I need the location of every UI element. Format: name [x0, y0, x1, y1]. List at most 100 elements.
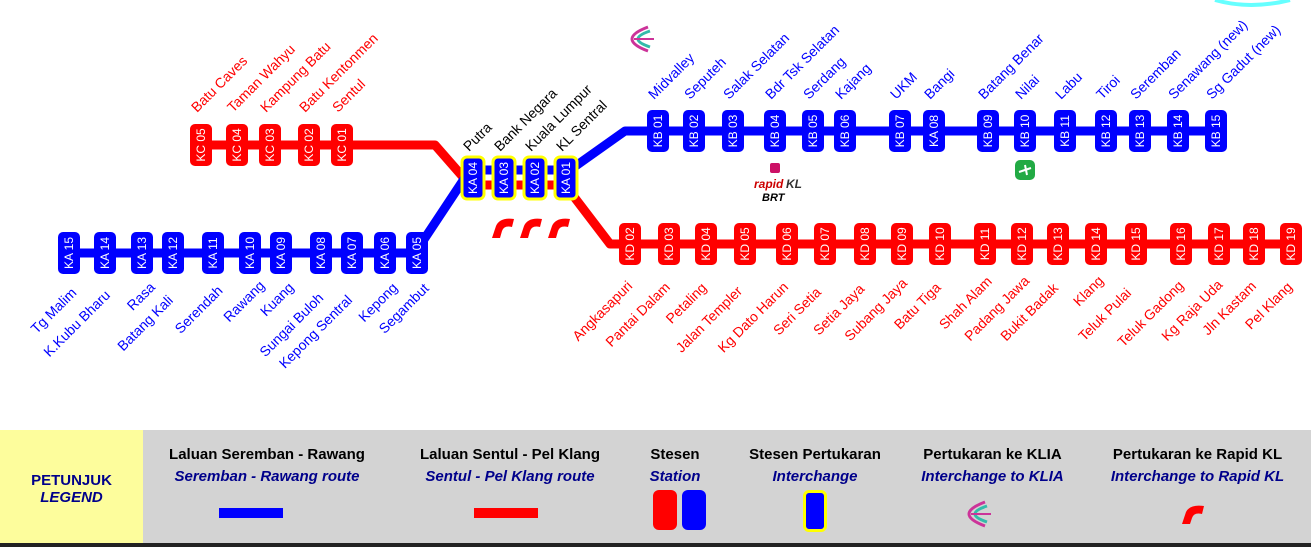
station-marker — [814, 223, 836, 265]
station-marker — [131, 232, 153, 274]
station-code: KD 16 — [1174, 227, 1188, 261]
legend-interchange-en: Interchange — [772, 468, 858, 485]
station-ka-10: KA 10 — [239, 232, 261, 274]
airport-icon — [1015, 160, 1035, 180]
station-marker — [1280, 223, 1302, 265]
legend-rapid: Pertukaran ke Rapid KL Interchange to Ra… — [1095, 446, 1300, 485]
station-marker — [1011, 223, 1033, 265]
station-code: KA 06 — [378, 237, 392, 269]
station-code: KD 15 — [1129, 227, 1143, 261]
station-kd-06: KD 06 — [776, 223, 798, 265]
legend-panel: PETUNJUK LEGEND Laluan Seremban - Rawang… — [0, 430, 1311, 547]
station-kb-12: KB 12 — [1095, 110, 1117, 152]
station-kd-07: KD 07 — [814, 223, 836, 265]
station-ka-04: KA 04 — [460, 155, 486, 201]
station-code: KA 03 — [497, 162, 511, 194]
station-ka-08: KA 08 — [310, 232, 332, 274]
station-kb-01: KB 01 — [647, 110, 669, 152]
station-code: KB 03 — [726, 114, 740, 147]
station-code: KB 12 — [1099, 114, 1113, 147]
station-name-bangi: Bangi — [921, 65, 958, 102]
station-marker — [977, 110, 999, 152]
station-code: KB 10 — [1018, 114, 1032, 147]
legend-blue-line-swatch — [219, 508, 283, 518]
station-kb-14: KB 14 — [1167, 110, 1189, 152]
station-kb-04: KB 04 — [764, 110, 786, 152]
station-code: KB 13 — [1133, 114, 1147, 147]
station-ka-07: KA 07 — [341, 232, 363, 274]
station-name-rawang: Rawang — [220, 277, 268, 325]
station-marker — [94, 232, 116, 274]
station-kb-11: KB 11 — [1054, 110, 1076, 152]
station-marker — [1170, 223, 1192, 265]
station-marker — [58, 232, 80, 274]
station-kb-06: KB 06 — [834, 110, 856, 152]
station-code: KD 13 — [1051, 227, 1065, 261]
station-marker — [460, 155, 486, 201]
station-code: KB 14 — [1171, 114, 1185, 147]
legend-klia-ms: Pertukaran ke KLIA — [923, 446, 1062, 463]
legend-title-en: LEGEND — [40, 488, 103, 506]
station-code: KD 02 — [623, 227, 637, 261]
station-code: KB 11 — [1058, 115, 1072, 147]
station-code: KA 11 — [206, 237, 220, 268]
station-code: KD 05 — [738, 227, 752, 261]
station-code: KD 19 — [1284, 227, 1298, 261]
station-code: KB 07 — [893, 114, 907, 147]
station-kc-01: KC 01 — [331, 124, 353, 166]
station-marker — [1125, 223, 1147, 265]
station-marker — [619, 223, 641, 265]
legend-rapid-ms: Pertukaran ke Rapid KL — [1112, 446, 1283, 463]
station-ka-11: KA 11 — [202, 232, 224, 274]
station-marker — [722, 110, 744, 152]
rapid-kl-interchange-icon — [548, 218, 570, 238]
station-code: KD 12 — [1015, 227, 1029, 261]
station-marker — [259, 124, 281, 166]
station-ka-06: KA 06 — [374, 232, 396, 274]
legend-blue-station-swatch — [682, 490, 706, 530]
legend-sentul-route: Laluan Sentul - Pel Klang Sentul - Pel K… — [395, 446, 625, 485]
station-code: KC 02 — [302, 128, 316, 162]
station-code: KD 11 — [978, 227, 992, 260]
station-marker — [202, 232, 224, 274]
station-marker — [310, 232, 332, 274]
station-marker — [683, 110, 705, 152]
station-name-tiroi: Tiroi — [1093, 72, 1123, 102]
legend-interchange: Stesen Pertukaran Interchange — [735, 446, 895, 485]
station-marker — [734, 223, 756, 265]
station-code: KD 07 — [818, 227, 832, 261]
station-name-serendah: Serendah — [171, 282, 225, 336]
station-kd-18: KD 18 — [1243, 223, 1265, 265]
station-kd-05: KD 05 — [734, 223, 756, 265]
station-kd-10: KD 10 — [929, 223, 951, 265]
station-kd-04: KD 04 — [695, 223, 717, 265]
station-ka-08: KA 08 — [923, 110, 945, 152]
station-marker — [1208, 223, 1230, 265]
station-kd-03: KD 03 — [658, 223, 680, 265]
legend-klia: Pertukaran ke KLIA Interchange to KLIA — [905, 446, 1080, 485]
station-ka-13: KA 13 — [131, 232, 153, 274]
legend-red-line-swatch — [474, 508, 538, 518]
legend-station: Stesen Station — [635, 446, 715, 485]
station-code: KB 01 — [651, 114, 665, 147]
station-kb-10: KB 10 — [1014, 110, 1036, 152]
station-marker — [1047, 223, 1069, 265]
station-kb-02: KB 02 — [683, 110, 705, 152]
rapidkl-logo-text: rapid — [754, 177, 784, 191]
station-code: KC 04 — [230, 128, 244, 162]
station-marker — [776, 223, 798, 265]
station-code: KB 05 — [806, 114, 820, 147]
station-ka-05: KA 05 — [406, 232, 428, 274]
station-name-nilai: Nilai — [1012, 72, 1043, 103]
station-marker — [764, 110, 786, 152]
station-kb-07: KB 07 — [889, 110, 911, 152]
legend-seremban-route-ms: Laluan Seremban - Rawang — [169, 446, 365, 463]
rapidkl-logo-suffix: KL — [786, 177, 802, 191]
sentul-klang-line — [195, 140, 1285, 249]
legend-title-ms: PETUNJUK — [31, 471, 112, 489]
station-ka-03: KA 03 — [491, 155, 517, 201]
station-code: KD 08 — [858, 227, 872, 261]
station-code: KA 04 — [466, 162, 480, 194]
station-code: KA 13 — [135, 237, 149, 269]
